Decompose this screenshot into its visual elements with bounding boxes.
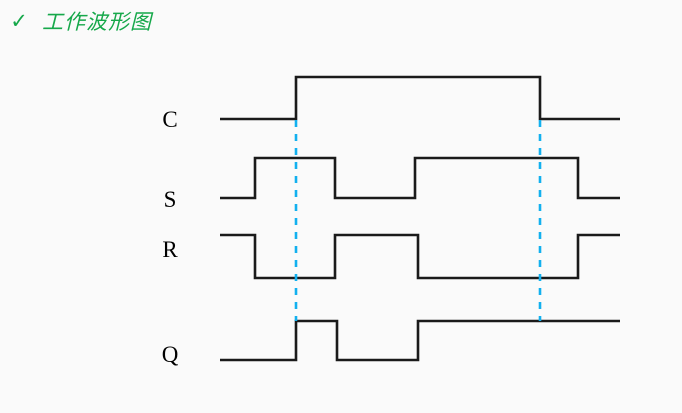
waveform-q xyxy=(220,319,620,362)
page-title-text: 工作波形图 xyxy=(42,10,152,34)
waveform-c xyxy=(220,75,620,121)
signal-label-r: R xyxy=(162,237,178,262)
page-title: ✓ 工作波形图 xyxy=(8,6,152,36)
signal-label-c: C xyxy=(162,107,178,132)
signal-label-q: Q xyxy=(161,342,179,367)
waveform-s xyxy=(220,156,620,200)
waveform-r xyxy=(220,233,620,280)
signal-label-s: S xyxy=(163,187,177,212)
check-icon: ✓ xyxy=(10,9,28,33)
